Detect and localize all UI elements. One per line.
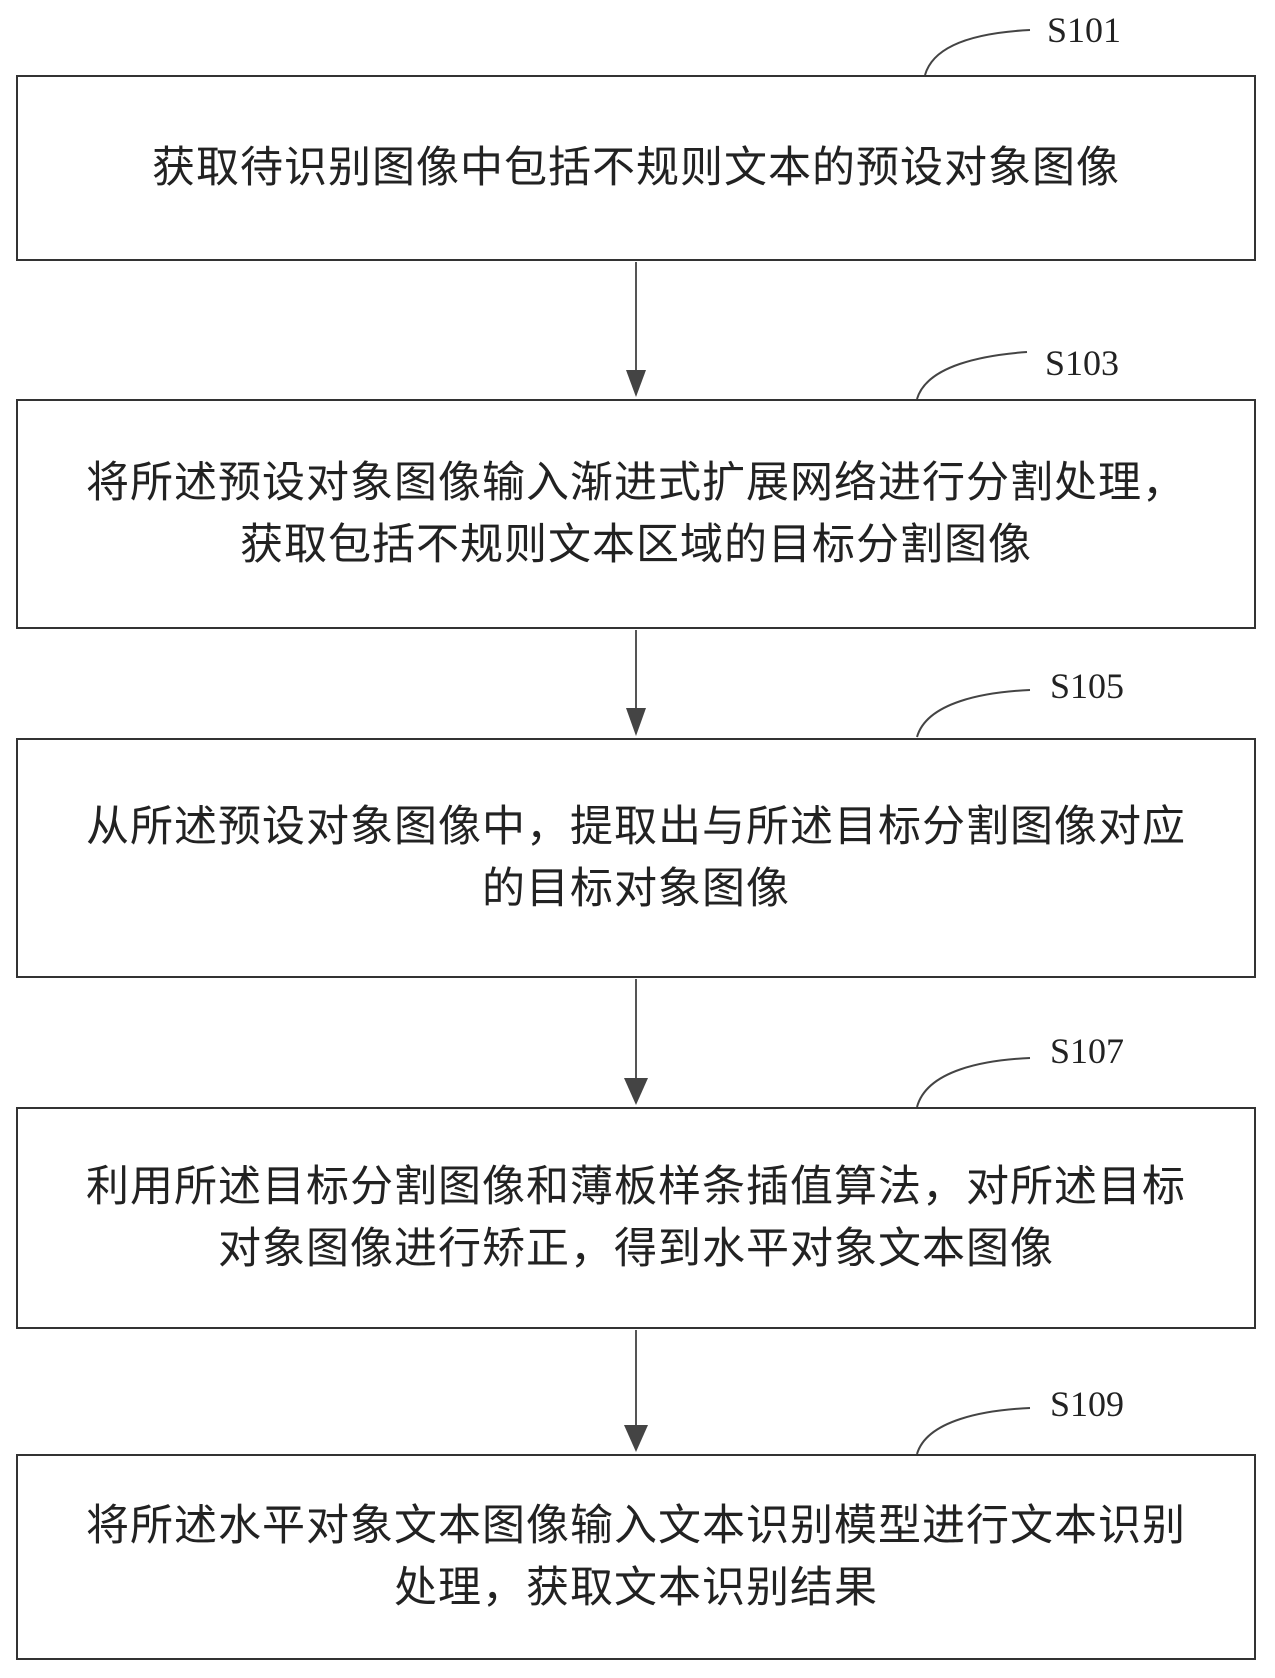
- leader-s107: [916, 1057, 1031, 1108]
- step-label-s109: S109: [1050, 1384, 1125, 1424]
- step-label-s101: S101: [1047, 10, 1122, 50]
- step-text-s105: 从所述预设对象图像中，提取出与所述目标分割图像对应 的目标对象图像: [86, 802, 1186, 914]
- arrowhead-s103: [626, 370, 646, 397]
- step-label-s105: S105: [1050, 666, 1125, 706]
- step-text-s103: 将所述预设对象图像输入渐进式扩展网络进行分割处理， 获取包括不规则文本区域的目标…: [86, 458, 1186, 570]
- leader-s105: [916, 689, 1031, 738]
- step-box-s101: 获取待识别图像中包括不规则文本的预设对象图像: [16, 75, 1256, 261]
- flow-arrows: [624, 262, 648, 1452]
- step-box-s103: 将所述预设对象图像输入渐进式扩展网络进行分割处理， 获取包括不规则文本区域的目标…: [16, 399, 1256, 629]
- leader-s103: [916, 351, 1028, 400]
- step-box-s105: 从所述预设对象图像中，提取出与所述目标分割图像对应 的目标对象图像: [16, 738, 1256, 978]
- step-text-s107: 利用所述目标分割图像和薄板样条插值算法，对所述目标 对象图像进行矫正，得到水平对…: [86, 1162, 1186, 1274]
- leader-s101: [924, 29, 1031, 76]
- step-label-s107: S107: [1050, 1031, 1125, 1071]
- label-leaders: [916, 29, 1031, 1455]
- step-label-s103: S103: [1045, 343, 1120, 383]
- arrowhead-s109: [624, 1425, 648, 1452]
- step-box-s109: 将所述水平对象文本图像输入文本识别模型进行文本识别 处理，获取文本识别结果: [16, 1454, 1256, 1660]
- leader-s109: [916, 1407, 1031, 1455]
- step-box-s107: 利用所述目标分割图像和薄板样条插值算法，对所述目标 对象图像进行矫正，得到水平对…: [16, 1107, 1256, 1329]
- step-text-s109: 将所述水平对象文本图像输入文本识别模型进行文本识别 处理，获取文本识别结果: [86, 1501, 1186, 1613]
- arrowhead-s107: [624, 1078, 648, 1105]
- arrowhead-s105: [626, 708, 646, 736]
- step-text-s101: 获取待识别图像中包括不规则文本的预设对象图像: [152, 143, 1120, 193]
